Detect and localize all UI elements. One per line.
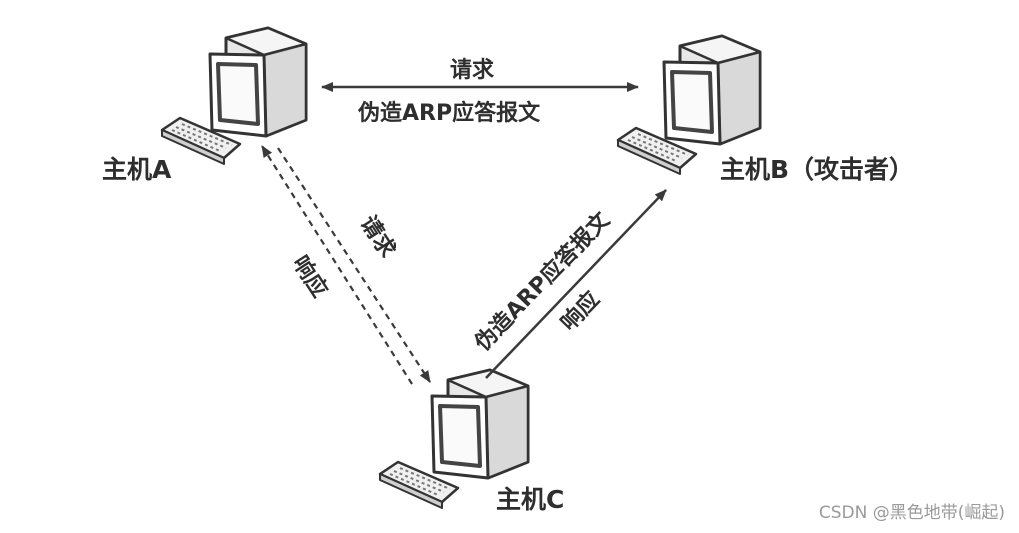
host-c-label: 主机C bbox=[496, 485, 564, 514]
host-a: 主机A bbox=[102, 26, 308, 184]
edge-label-c-b-response: 响应 bbox=[556, 286, 605, 336]
host-a-label: 主机A bbox=[102, 155, 172, 184]
host-c: 主机C bbox=[378, 368, 564, 514]
computer-icon bbox=[430, 368, 530, 480]
computer-icon bbox=[662, 34, 762, 146]
edge-c-b bbox=[485, 189, 667, 379]
edge-label-b-a-forged: 伪造ARP应答报文 bbox=[357, 100, 541, 126]
computer-icon bbox=[208, 26, 308, 138]
edge-label-a-b-request: 请求 bbox=[450, 57, 494, 83]
edge-c-a-response bbox=[261, 145, 413, 385]
host-b-label: 主机B（攻击者） bbox=[720, 155, 914, 184]
edge-label-a-c-request: 请求 bbox=[355, 211, 401, 262]
host-b: 主机B（攻击者） bbox=[616, 34, 914, 184]
edge-label-c-a-response: 响应 bbox=[287, 251, 333, 302]
edge-a-c-request bbox=[277, 147, 431, 383]
edge-label-b-c-forged: 伪造ARP应答报文 bbox=[469, 206, 616, 356]
watermark: CSDN @黑色地带(崛起) bbox=[818, 503, 1005, 523]
